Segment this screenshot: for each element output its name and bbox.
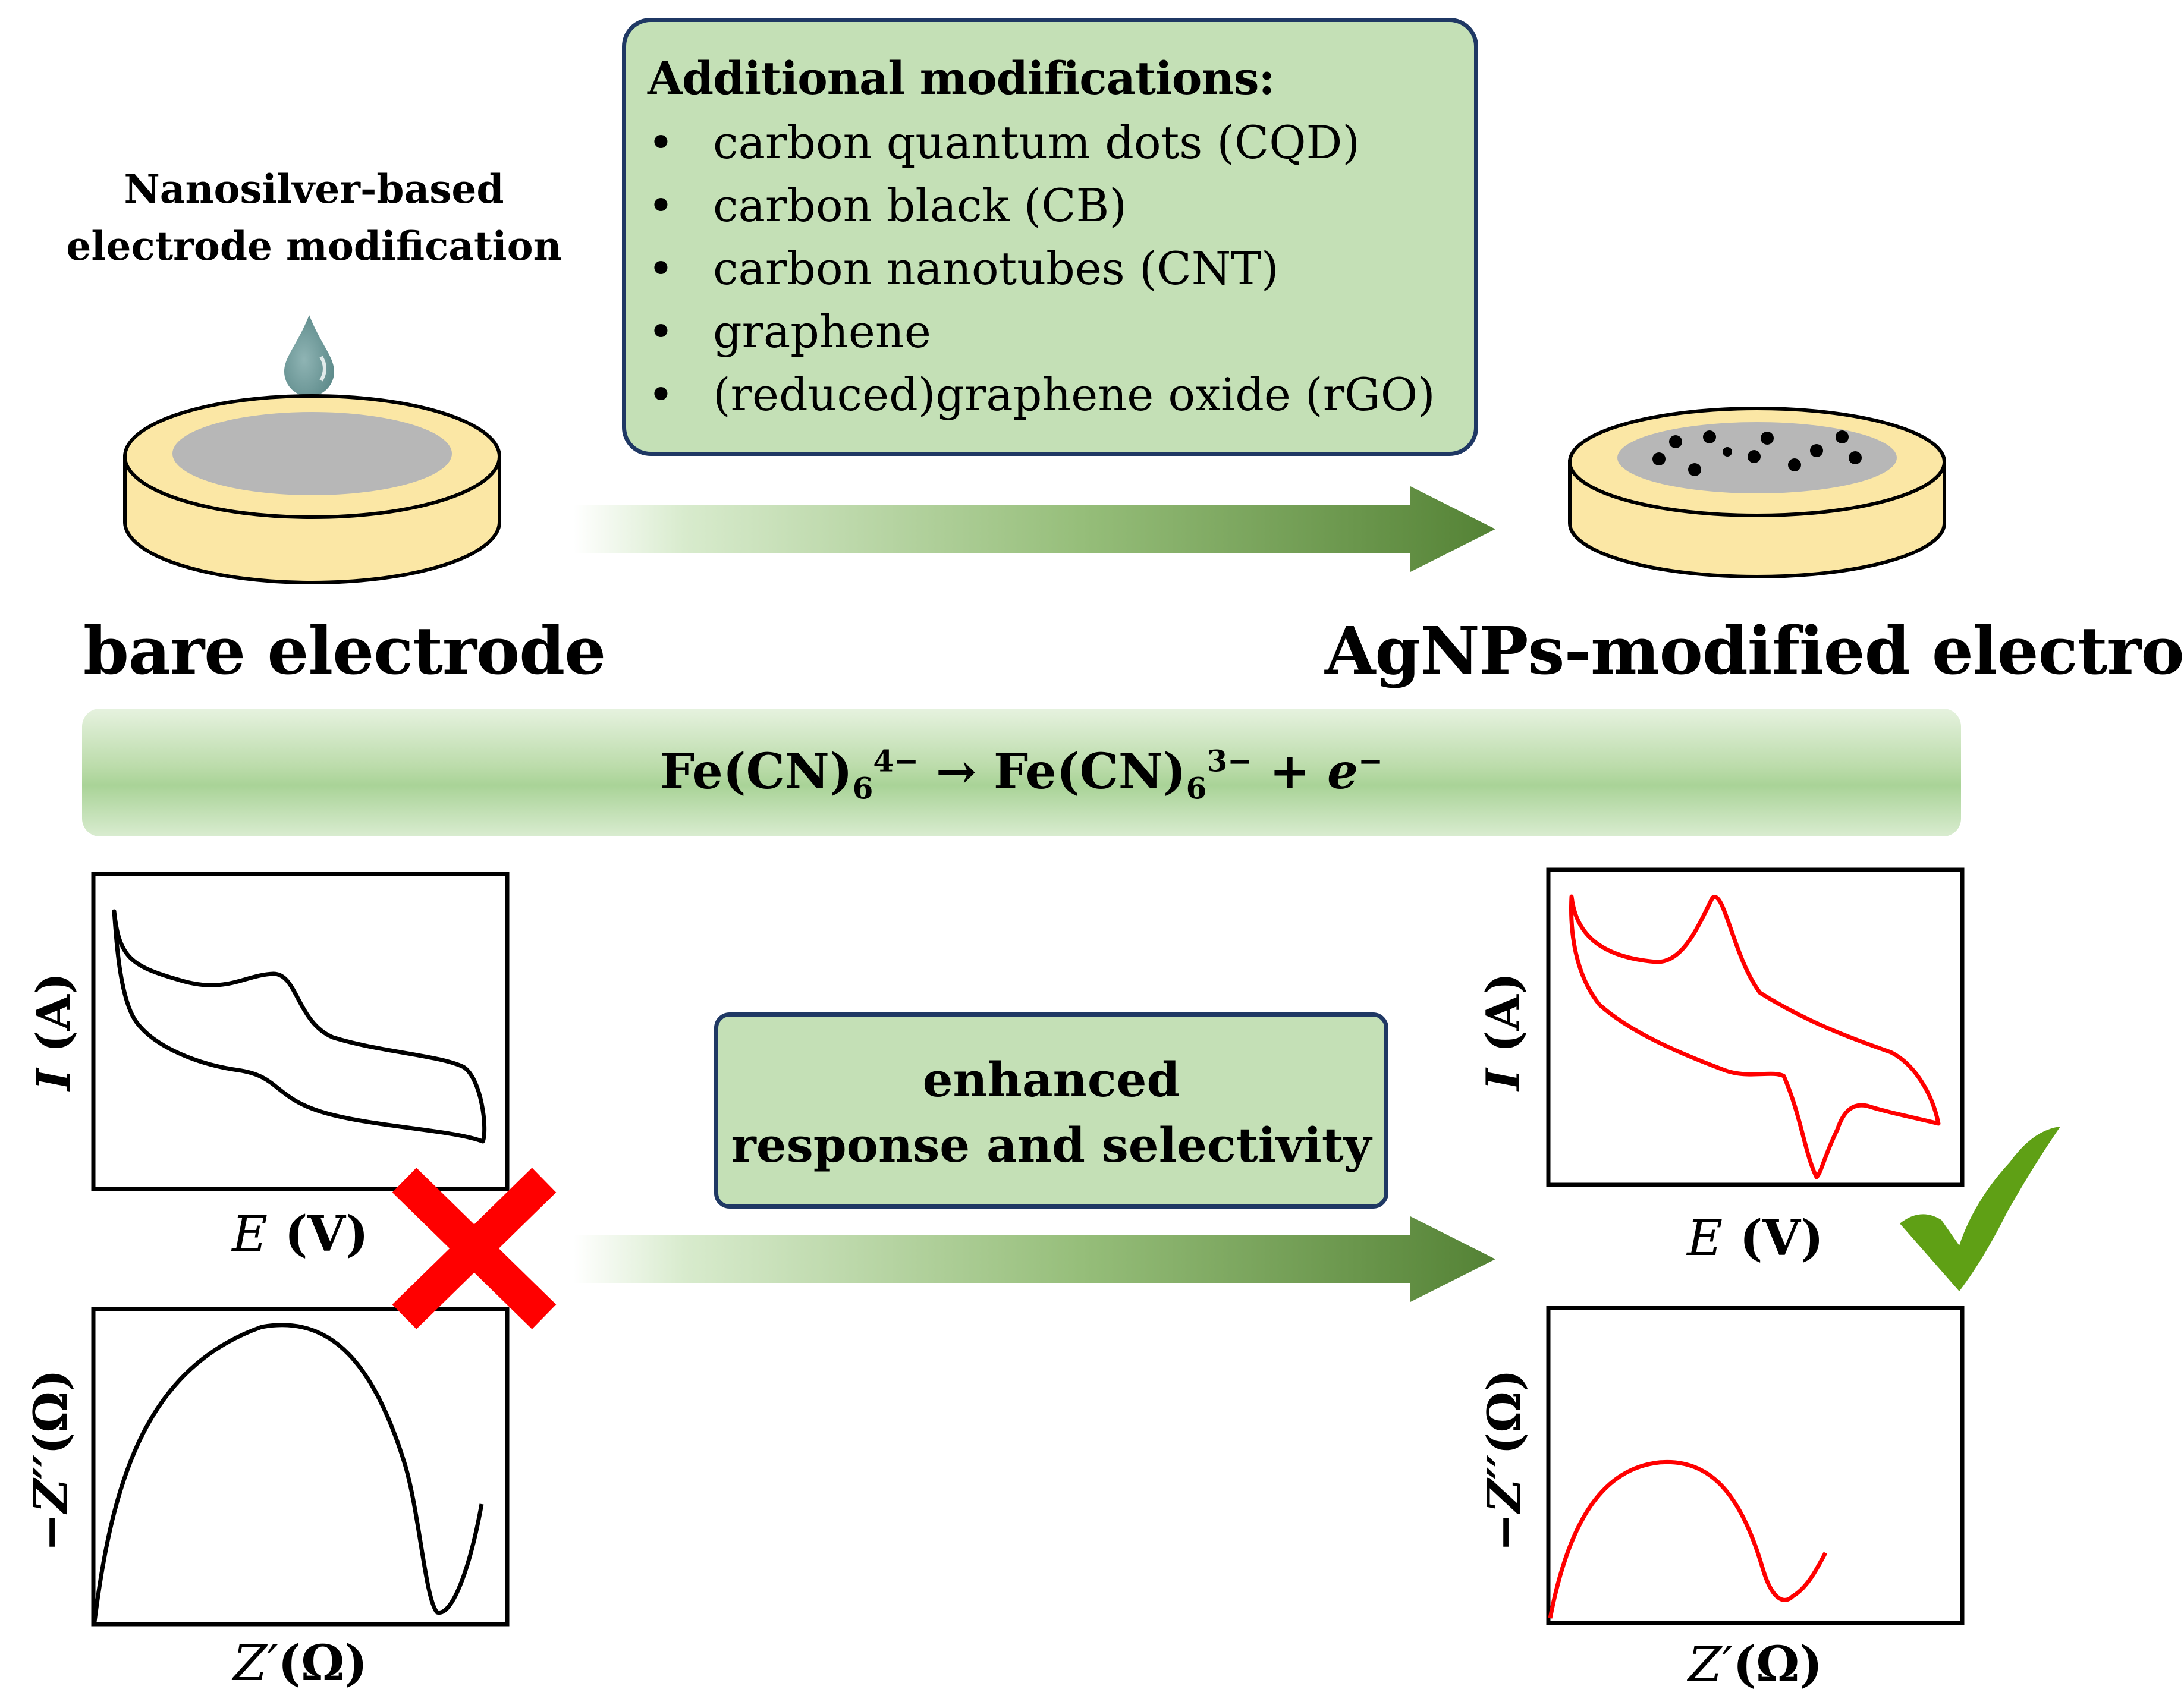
axis-unit: (A)	[27, 973, 81, 1053]
bare-cv-ylabel: I (A)	[27, 960, 81, 1103]
axis-symbol: −Z′′	[1478, 1454, 1532, 1552]
method-label-line2: electrode modification	[66, 223, 562, 269]
modified-cv-curve	[1569, 894, 1941, 1179]
modified-eis-curve	[1548, 1459, 1828, 1619]
modified-cv-plot	[1546, 867, 1965, 1187]
cross-icon	[392, 1168, 557, 1329]
axis-unit: (V)	[1739, 1210, 1824, 1267]
reaction-lhs-sup: 4−	[873, 743, 919, 779]
check-icon	[1900, 1127, 2060, 1291]
outcome-line1: enhanced	[922, 1052, 1180, 1108]
modified-cv-ylabel: I (A)	[1476, 960, 1531, 1103]
bare-electrode-label: bare electrode	[83, 612, 606, 689]
modifications-box: Additional modifications: carbon quantum…	[622, 18, 1478, 456]
reaction-plus: +	[1269, 743, 1311, 800]
axis-symbol: Z′	[232, 1635, 278, 1692]
modification-item: carbon black (CB)	[648, 174, 1435, 237]
reaction-electron: e	[1327, 743, 1359, 800]
axis-unit: (V)	[284, 1206, 369, 1263]
reaction-band: Fe(CN)64− → Fe(CN)63− + e−	[82, 709, 1961, 836]
axis-symbol: E	[1687, 1210, 1723, 1267]
method-label: Nanosilver-based electrode modification	[64, 161, 564, 275]
modified-eis-xlabel: Z′(Ω)	[1636, 1636, 1874, 1693]
modified-cv-xlabel: E (V)	[1636, 1210, 1874, 1267]
axis-unit: (Ω)	[1478, 1369, 1532, 1455]
axis-unit: (Ω)	[1733, 1636, 1823, 1693]
modified-eis-plot	[1546, 1306, 1965, 1625]
bottom-arrow-icon	[574, 1216, 1495, 1302]
modifications-title: Additional modifications:	[648, 52, 1275, 105]
reaction-lhs-sub: 6	[852, 770, 873, 806]
bare-cv-curve	[112, 909, 487, 1144]
axis-symbol: I	[1476, 1068, 1531, 1091]
bare-eis-curve	[92, 1323, 484, 1622]
top-arrow-icon	[574, 486, 1495, 572]
axis-symbol: E	[232, 1206, 268, 1263]
modification-item: graphene	[648, 300, 1435, 363]
reaction-lhs: Fe(CN)	[659, 743, 853, 800]
axis-unit: (Ω)	[24, 1369, 78, 1455]
bare-electrode-icon	[123, 394, 501, 584]
bare-cv-xlabel: E (V)	[181, 1206, 419, 1263]
modification-item: carbon nanotubes (CNT)	[648, 237, 1435, 300]
reaction-rhs-sub: 6	[1186, 770, 1207, 806]
reaction-electron-sup: −	[1358, 743, 1384, 779]
modifications-list: carbon quantum dots (CQD) carbon black (…	[648, 111, 1435, 426]
axis-symbol: Z′	[1688, 1637, 1733, 1693]
axis-unit: (A)	[1476, 973, 1531, 1053]
outcome-box: enhanced response and selectivity	[714, 1012, 1388, 1209]
outcome-line2: response and selectivity	[731, 1117, 1372, 1173]
modified-electrode-icon	[1568, 407, 1946, 578]
droplet-icon	[284, 315, 334, 397]
reaction-rhs: Fe(CN)	[993, 743, 1186, 800]
bare-eis-plot	[91, 1307, 510, 1627]
axis-unit: (Ω)	[278, 1635, 368, 1692]
reaction-rhs-sup: 3−	[1206, 743, 1253, 779]
bare-eis-ylabel: −Z′′(Ω)	[24, 1369, 78, 1552]
axis-symbol: I	[27, 1068, 81, 1091]
reaction-equation: Fe(CN)64− → Fe(CN)63− + e−	[82, 743, 1961, 806]
method-label-line1: Nanosilver-based	[124, 166, 504, 212]
modification-item: carbon quantum dots (CQD)	[648, 111, 1435, 174]
bare-cv-plot	[91, 872, 510, 1191]
bare-eis-xlabel: Z′(Ω)	[181, 1635, 419, 1692]
modification-item: (reduced)graphene oxide (rGO)	[648, 363, 1435, 426]
reaction-arrow: →	[935, 743, 977, 800]
axis-symbol: −Z′′	[24, 1454, 78, 1552]
modified-eis-ylabel: −Z′′(Ω)	[1478, 1369, 1532, 1552]
modified-electrode-label: AgNPs-modified electrode	[1325, 612, 2184, 689]
